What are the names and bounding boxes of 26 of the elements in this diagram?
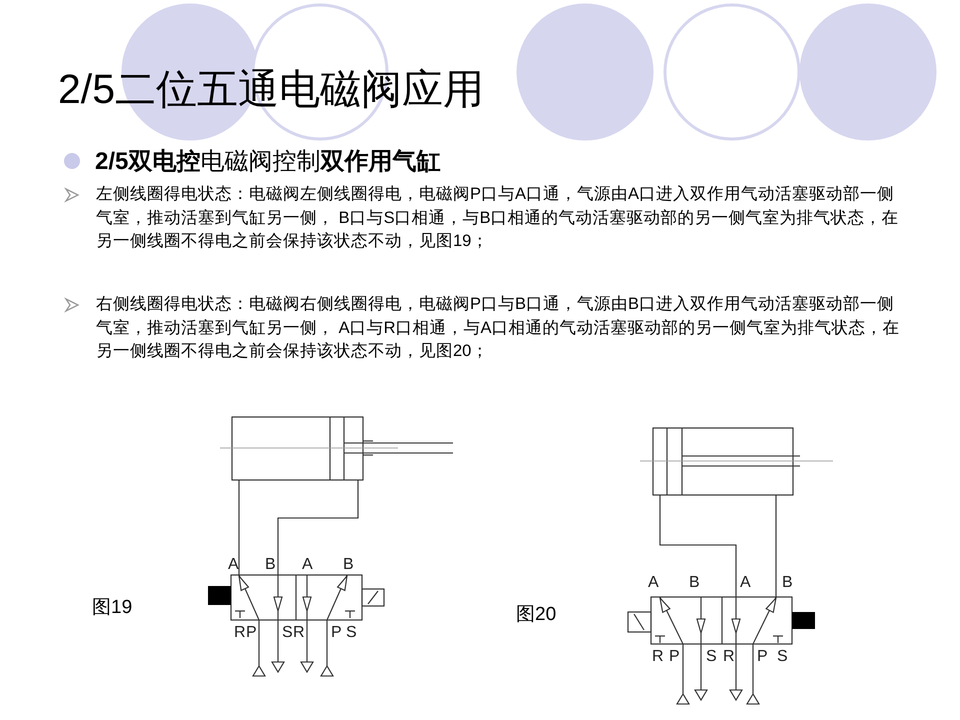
- port-letter: R: [293, 624, 305, 642]
- port-letter: R: [723, 648, 735, 666]
- paragraph: 左侧线圈得电状态：电磁阀左侧线圈得电，电磁阀P口与A口通，气源由A口进入双作用气动活塞驱动部一侧气室，推动活塞到气缸另一侧， B口与S口相通，与B口相通的气动活塞驱动部的另一侧气室为排气状态，在另一侧线圈不得电之前会保持该状态不动，见图19；: [96, 184, 900, 252]
- port-letter: S: [777, 648, 788, 666]
- port-letter: P: [331, 624, 342, 642]
- port-letter: A: [228, 556, 239, 574]
- port-letter: S: [346, 624, 357, 642]
- port-letter: B: [782, 574, 793, 592]
- port-letter: S: [282, 624, 293, 642]
- port-letter: B: [689, 574, 700, 592]
- port-letter: B: [343, 556, 354, 574]
- figure-caption: 图19: [92, 596, 132, 620]
- port-letter: A: [302, 556, 313, 574]
- port-letter: A: [740, 574, 751, 592]
- subheading: 2/5双电控电磁阀控制双作用气缸: [95, 147, 440, 177]
- figure-caption: 图20: [516, 603, 556, 627]
- port-letter: B: [265, 556, 276, 574]
- port-letter: R: [652, 648, 664, 666]
- port-letter: P: [246, 624, 257, 642]
- port-letter: P: [669, 648, 680, 666]
- port-letter: S: [706, 648, 717, 666]
- port-letter: A: [648, 574, 659, 592]
- paragraph: 右侧线圈得电状态：电磁阀右侧线圈得电，电磁阀P口与B口通，气源由B口进入双作用气动活塞驱动部一侧气室，推动活塞到气缸另一侧， A口与R口相通，与A口相通的气动活塞驱动部的另一侧气室为排气状态，在另一侧线圈不得电之前会保持该状态不动，见图20；: [96, 294, 901, 362]
- port-letter: P: [757, 648, 768, 666]
- slide-title: 2/5二位五通电磁阀应用: [58, 65, 484, 114]
- port-letter: R: [234, 624, 246, 642]
